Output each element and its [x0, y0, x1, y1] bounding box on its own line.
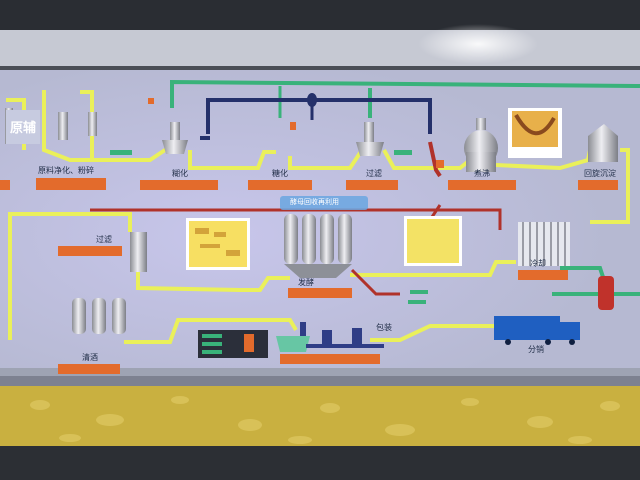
label-boiling: 煮沸	[474, 169, 490, 178]
center-banner-text: 酵母回收再利用	[290, 198, 339, 206]
label-fermentation: 发酵	[298, 278, 314, 287]
station-tags	[0, 178, 618, 374]
panel-ledge	[0, 368, 640, 378]
headline-box	[6, 110, 40, 144]
label-filtration: 过滤	[96, 235, 112, 244]
control-box	[198, 330, 268, 358]
mash-vessel	[162, 122, 188, 154]
lauter-vessel	[356, 122, 384, 156]
ceiling-spotlight	[418, 24, 538, 64]
label-saccharification: 糖化	[272, 169, 288, 178]
headline-fragment: 原辅	[10, 121, 37, 136]
label-raw-cleaning: 原料净化、粉碎	[38, 166, 94, 175]
filter-column	[130, 232, 147, 272]
storage-tanks	[72, 298, 126, 334]
packaging-line	[276, 322, 384, 352]
label-transport: 分销	[528, 345, 544, 354]
fermentation-tanks	[284, 214, 352, 278]
label-packaging: 包装	[376, 323, 392, 332]
delivery-truck	[494, 316, 580, 345]
label-whirlpool: 回旋沉淀	[584, 169, 616, 178]
label-cooling: 冷却	[530, 259, 546, 268]
upper-wall	[0, 30, 640, 70]
whirlpool-tank	[588, 124, 618, 162]
cooler-unit	[518, 222, 570, 266]
label-lautering: 过滤	[366, 169, 382, 178]
red-cylinder	[598, 276, 614, 310]
floor	[0, 446, 640, 480]
label-mashing: 糊化	[172, 169, 188, 178]
label-storage: 清酒	[82, 353, 98, 362]
panel-frame-top	[0, 66, 640, 71]
center-banner	[280, 196, 368, 210]
boil-kettle	[464, 118, 498, 172]
